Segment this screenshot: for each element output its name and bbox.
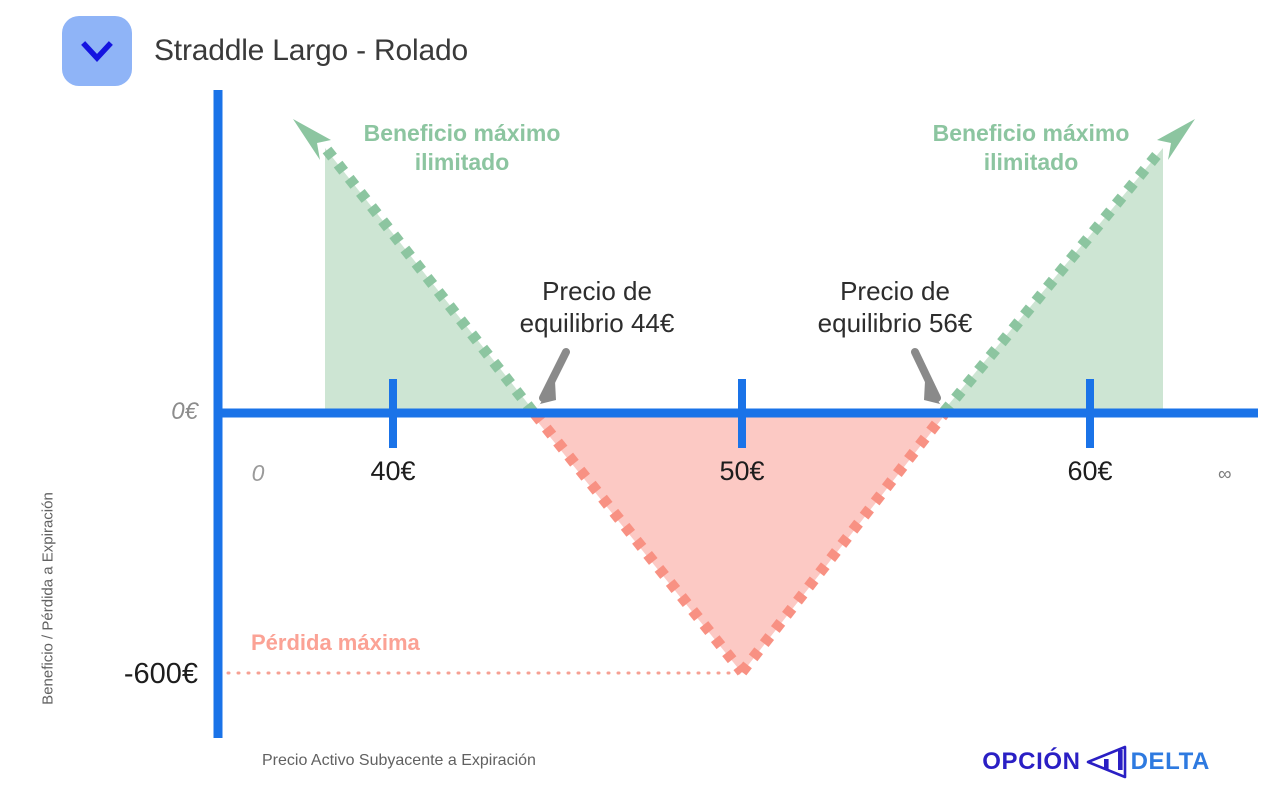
payoff-line-profit-left: [322, 146, 538, 416]
x-axis-title: Precio Activo Subyacente a Expiración: [262, 752, 536, 769]
payoff-line-loss-left: [530, 410, 747, 676]
breakeven-arrow-left: [534, 348, 570, 413]
y-tick-label-0: 0€: [171, 398, 198, 425]
delta-triangle-bars-icon: [1085, 745, 1127, 779]
x-origin-label: 0: [251, 460, 265, 486]
payoff-line-profit-right: [939, 146, 1166, 416]
chevron-down-icon[interactable]: [62, 16, 132, 86]
y-axis-title: Beneficio / Pérdida a Expiración: [39, 492, 57, 705]
brand-logo: OPCIÓN DELTA: [982, 745, 1210, 779]
loss-area: [533, 416, 944, 673]
y-tick-label-minus600: -600€: [123, 658, 198, 690]
x-tick-label-50: 50€: [719, 456, 765, 486]
logo-text-opcion: OPCIÓN: [982, 748, 1081, 775]
profit-arrowhead-right: [1157, 119, 1195, 160]
annotation-breakeven-left: Precio de equilibrio 44€: [519, 276, 675, 339]
logo-text-delta: DELTA: [1130, 748, 1210, 775]
annotation-breakeven-right: Precio de equilibrio 56€: [817, 276, 973, 339]
profit-arrowhead-left: [293, 119, 331, 160]
page-title: Straddle Largo - Rolado: [154, 34, 468, 67]
page-header: Straddle Largo - Rolado: [62, 16, 468, 86]
payoff-line-loss-right: [737, 410, 949, 676]
annotation-profit-right: Beneficio máximo ilimitado: [932, 120, 1130, 175]
breakeven-arrow-right: [911, 348, 946, 413]
x-tick-label-60: 60€: [1067, 456, 1113, 486]
x-tick-label-40: 40€: [370, 456, 416, 486]
annotation-max-loss: Pérdida máxima: [251, 630, 420, 655]
x-infinity-label: ∞: [1218, 464, 1232, 485]
annotation-profit-left: Beneficio máximo ilimitado: [363, 120, 561, 175]
